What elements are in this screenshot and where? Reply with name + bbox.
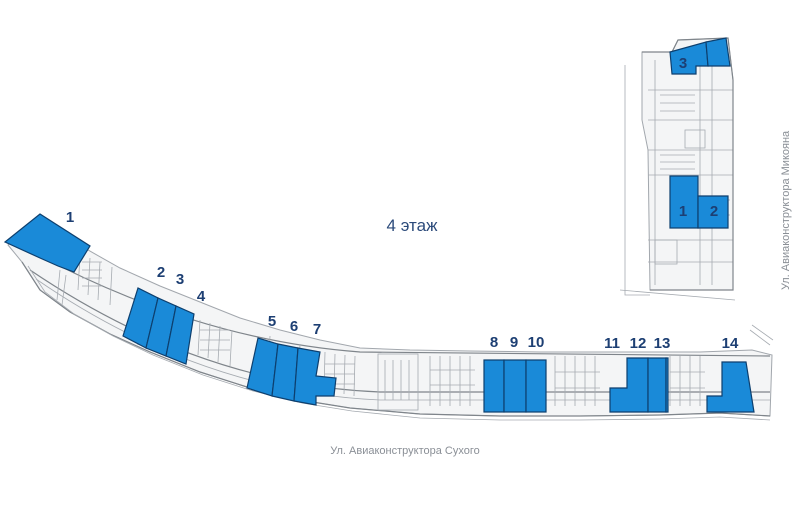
unit-4[interactable] xyxy=(165,305,195,365)
unit-label: 1 xyxy=(679,203,687,220)
unit-label: 2 xyxy=(710,203,718,220)
inset-unit-extra[interactable] xyxy=(705,37,731,67)
street-label-side: Ул. Авиаконструктора Микояна xyxy=(780,130,792,290)
main-unit-labels: 1 2 3 4 5 6 7 8 9 10 11 12 13 14 xyxy=(66,209,739,352)
unit-label: 3 xyxy=(679,55,687,72)
unit-label: 1 xyxy=(66,209,74,226)
unit-label: 4 xyxy=(197,288,206,305)
unit-9[interactable] xyxy=(503,359,527,413)
unit-12[interactable] xyxy=(647,357,667,413)
unit-label: 3 xyxy=(176,271,184,288)
inset-unit-1[interactable] xyxy=(669,175,699,229)
unit-label: 10 xyxy=(528,334,545,351)
inset-unit-2[interactable] xyxy=(697,195,729,229)
unit-label: 9 xyxy=(510,334,518,351)
unit-label: 2 xyxy=(157,264,165,281)
unit-label: 7 xyxy=(313,321,321,338)
floor-label: 4 этаж xyxy=(387,216,439,235)
inset-unit-labels: 3 1 2 xyxy=(679,55,718,220)
unit-label: 5 xyxy=(268,313,276,330)
inset-building xyxy=(619,37,736,301)
unit-label: 11 xyxy=(604,335,620,352)
street-label-main: Ул. Авиаконструктора Сухого xyxy=(330,445,479,457)
unit-label: 14 xyxy=(722,335,739,352)
main-units xyxy=(3,213,755,413)
unit-7[interactable] xyxy=(293,347,337,406)
unit-label: 12 xyxy=(630,335,647,352)
facade-edge xyxy=(749,324,774,346)
inset-units xyxy=(669,37,731,229)
unit-14[interactable] xyxy=(706,361,755,413)
unit-label: 13 xyxy=(654,335,671,352)
unit-8[interactable] xyxy=(483,359,505,413)
unit-13[interactable] xyxy=(665,357,669,413)
unit-1[interactable] xyxy=(3,213,91,273)
unit-10[interactable] xyxy=(525,359,547,413)
unit-label: 8 xyxy=(490,334,498,351)
unit-label: 6 xyxy=(290,318,298,335)
